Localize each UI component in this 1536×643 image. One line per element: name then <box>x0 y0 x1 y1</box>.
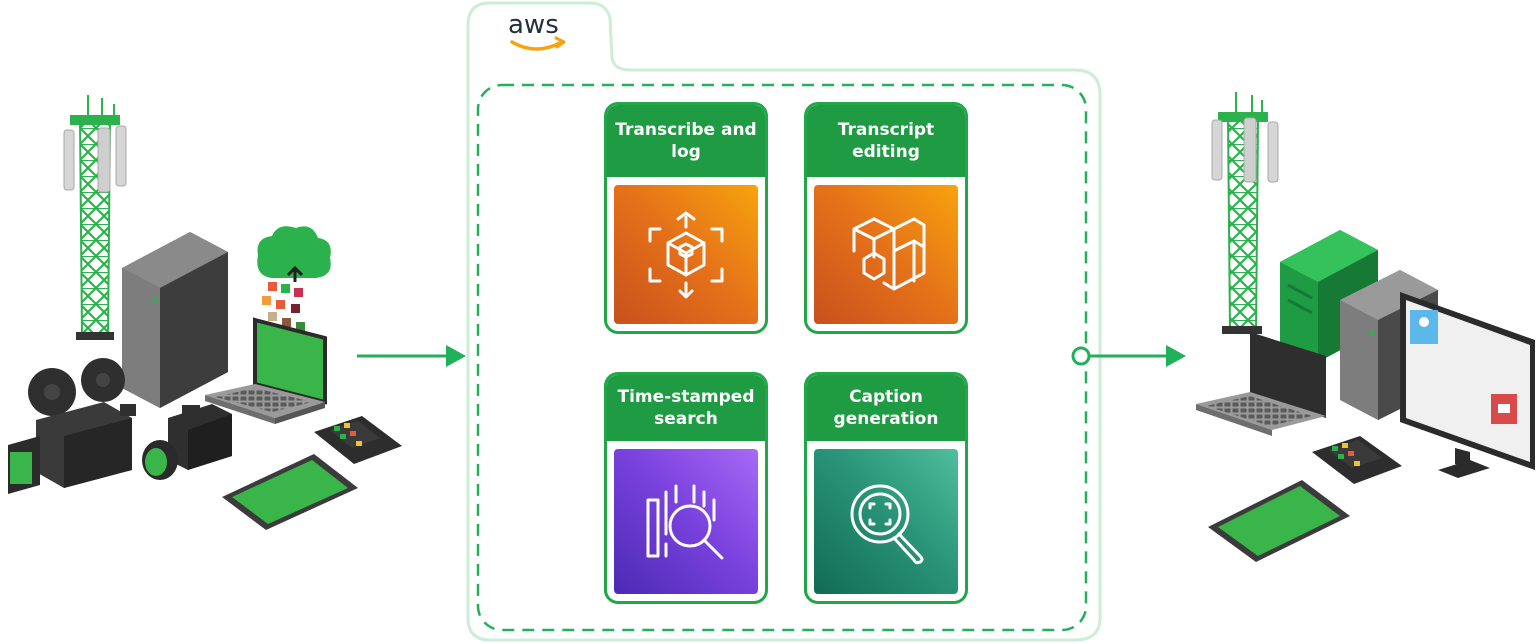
right-cell-tower <box>1211 92 1279 334</box>
right-laptop <box>1196 332 1326 436</box>
stacked-cubes-icon <box>852 217 926 290</box>
aws-smile-mark <box>510 40 564 51</box>
left-large-tablet <box>222 454 358 530</box>
left-cloud-upload <box>257 226 331 331</box>
service-card-transcribe-and-log: Transcribe and log <box>604 102 768 334</box>
service-tile <box>614 449 758 594</box>
aws-logo: aws <box>508 10 568 40</box>
service-label: Time-stamped search <box>607 375 765 441</box>
right-small-tablet <box>1312 436 1402 484</box>
left-cell-tower <box>63 95 127 340</box>
service-card-transcript-editing: Transcript editing <box>804 102 968 334</box>
right-large-tablet <box>1208 480 1350 562</box>
input-flow-arrow <box>357 345 466 367</box>
left-laptop <box>205 317 327 424</box>
aws-cloud-frame <box>466 1 1102 642</box>
focus-magnifier-icon <box>850 484 924 564</box>
left-dslr-camera <box>142 404 232 480</box>
service-card-time-stamped-search: Time-stamped search <box>604 372 768 604</box>
right-monitor <box>1400 292 1535 478</box>
left-server-tower <box>122 232 228 408</box>
service-tile <box>814 185 958 324</box>
service-label: Caption generation <box>807 375 965 441</box>
left-film-camera <box>8 358 136 494</box>
output-flow-arrow <box>1071 345 1186 367</box>
magnifier-over-bars-icon <box>646 484 724 559</box>
aws-logo-text: aws <box>508 10 559 40</box>
service-tile <box>814 449 958 594</box>
service-label: Transcript editing <box>807 105 965 177</box>
service-tile <box>614 185 758 324</box>
service-card-caption-generation: Caption generation <box>804 372 968 604</box>
left-small-tablet <box>314 416 402 464</box>
service-label: Transcribe and log <box>607 105 765 177</box>
cube-in-brackets-icon <box>648 211 724 298</box>
